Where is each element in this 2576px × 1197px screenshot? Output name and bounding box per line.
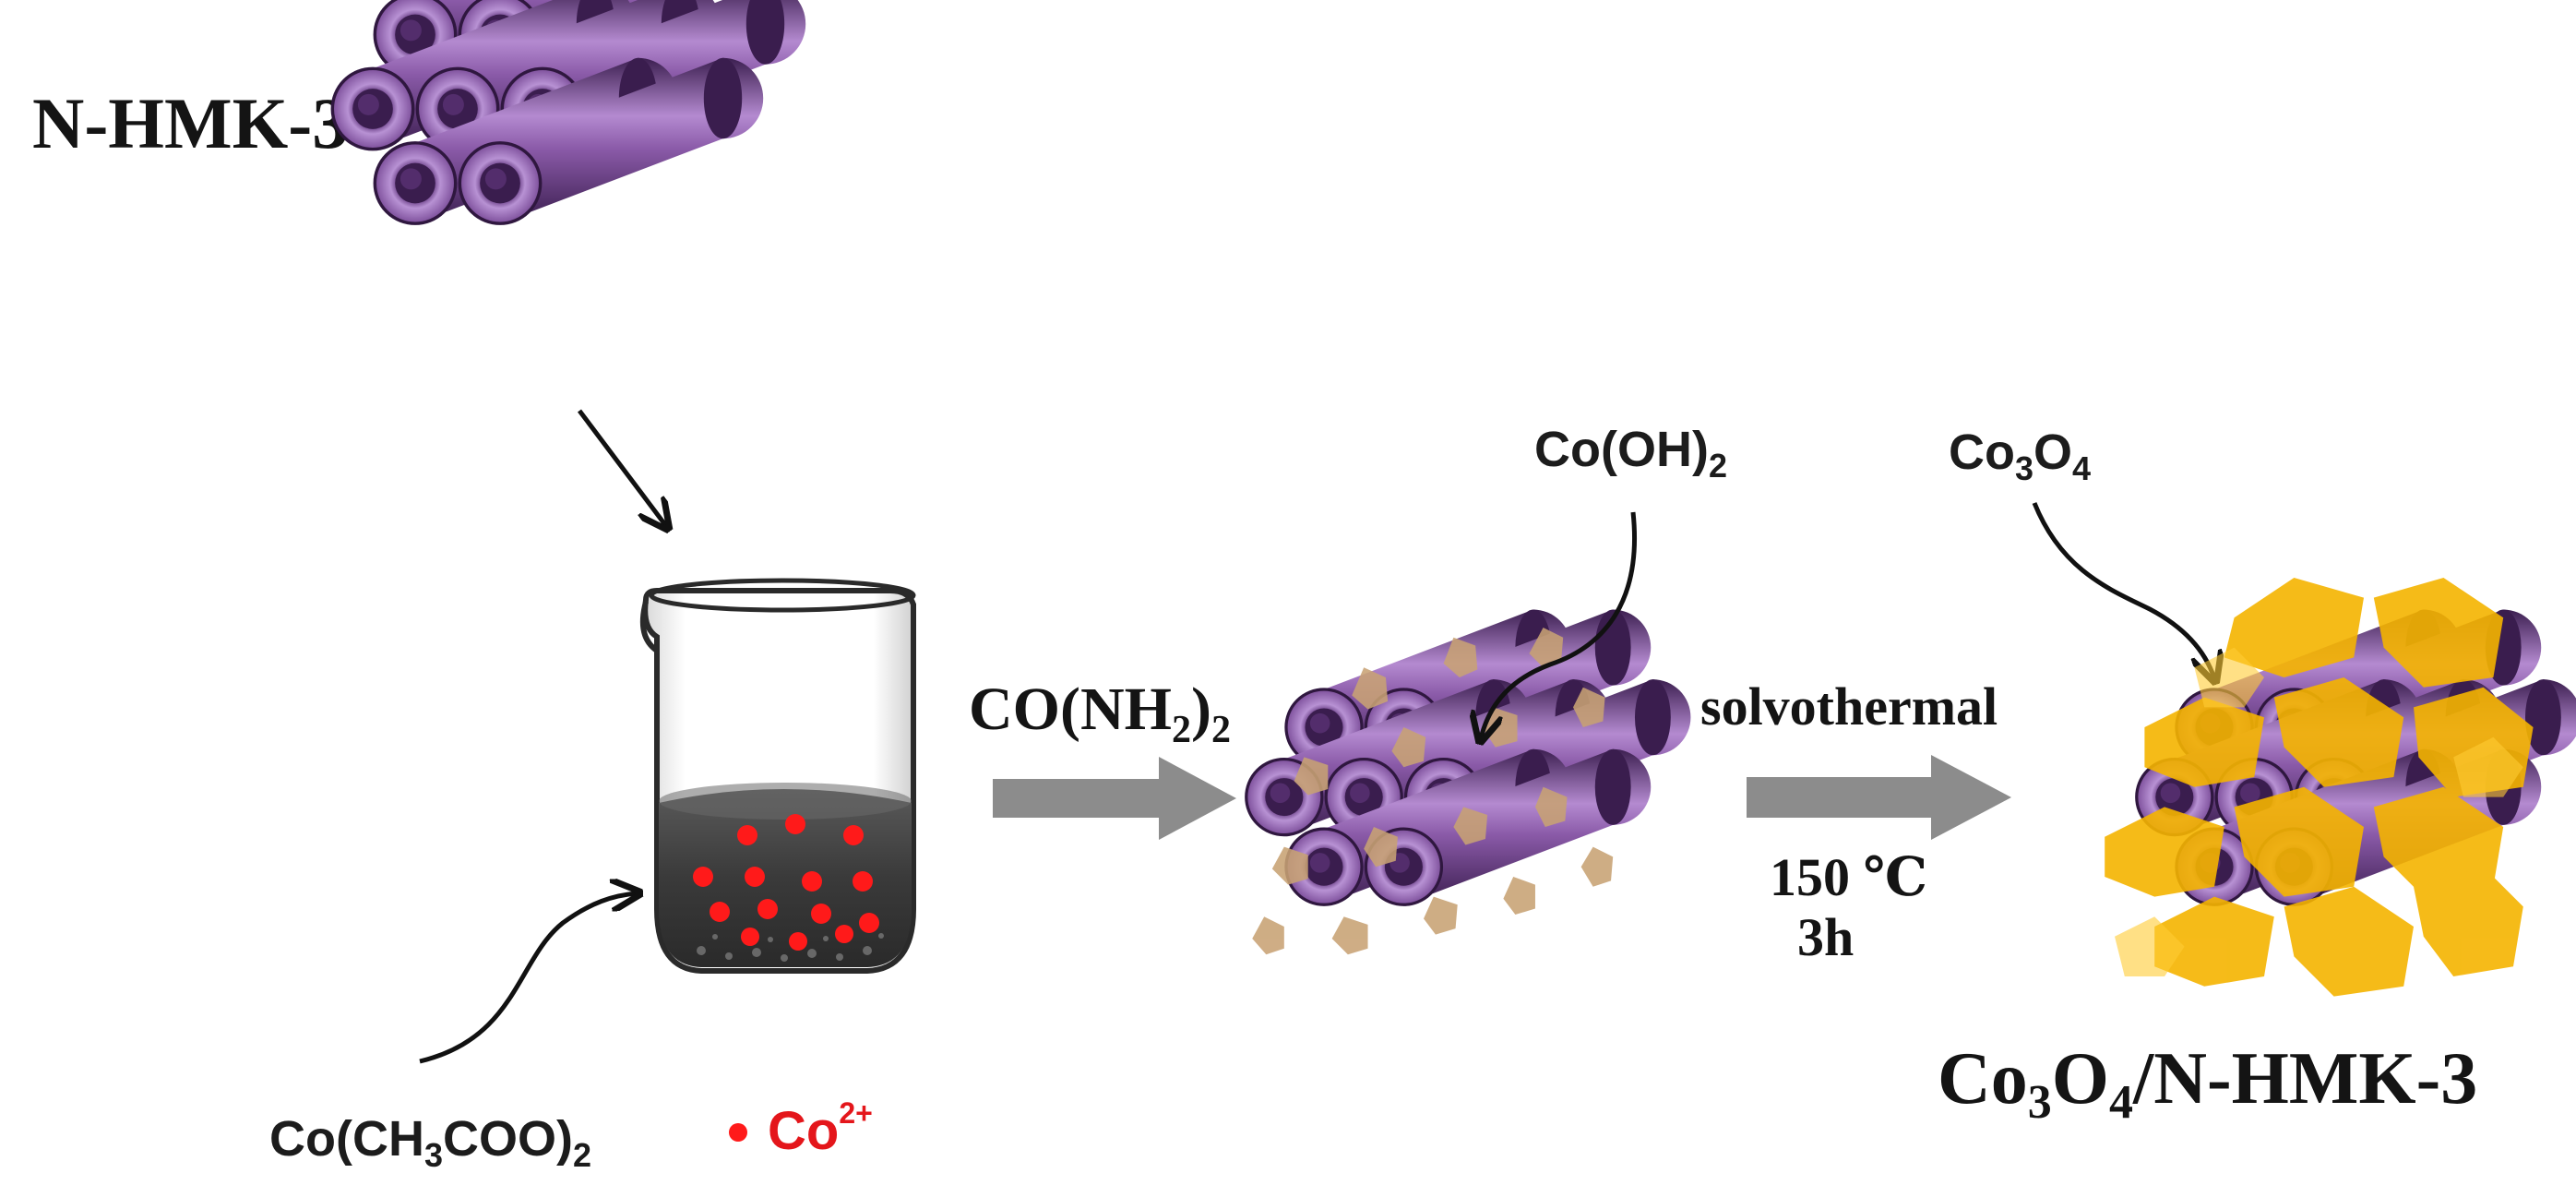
curved-arrow-icon [1481, 511, 1637, 738]
cobalt-ion-dots [693, 814, 879, 951]
ion-legend-label: Co2+ [768, 1096, 873, 1161]
oxide-label: Co3O4 [1949, 425, 2091, 487]
curved-arrow-icon [2032, 502, 2214, 678]
start-material-label: N-HMK-3 [32, 83, 348, 163]
mesoporous-carbon-icon [330, 0, 807, 225]
block-arrow-icon [993, 757, 1236, 840]
cobalt-hydroxide-carbon-icon [1245, 607, 1693, 955]
cobalt-ion-legend-dot [729, 1123, 747, 1142]
curved-arrow-icon [578, 409, 666, 526]
temperature-label: 150 ℃ [1770, 847, 1927, 907]
beaker-icon [640, 578, 916, 974]
block-arrow-icon [1747, 755, 2011, 840]
curved-arrow-icon [419, 893, 637, 1064]
precursor-label: Co(CH3COO)2 [269, 1111, 591, 1174]
cobalt-oxide-carbon-icon [2105, 578, 2576, 997]
process-label: solvothermal [1700, 676, 1998, 736]
intermediate-a-label: Co(OH)2 [1534, 422, 1727, 485]
product-label: Co3O4/N-HMK-3 [1938, 1038, 2477, 1129]
precipitant-label: CO(NH2)2 [969, 676, 1231, 751]
duration-label: 3h [1797, 907, 1854, 967]
